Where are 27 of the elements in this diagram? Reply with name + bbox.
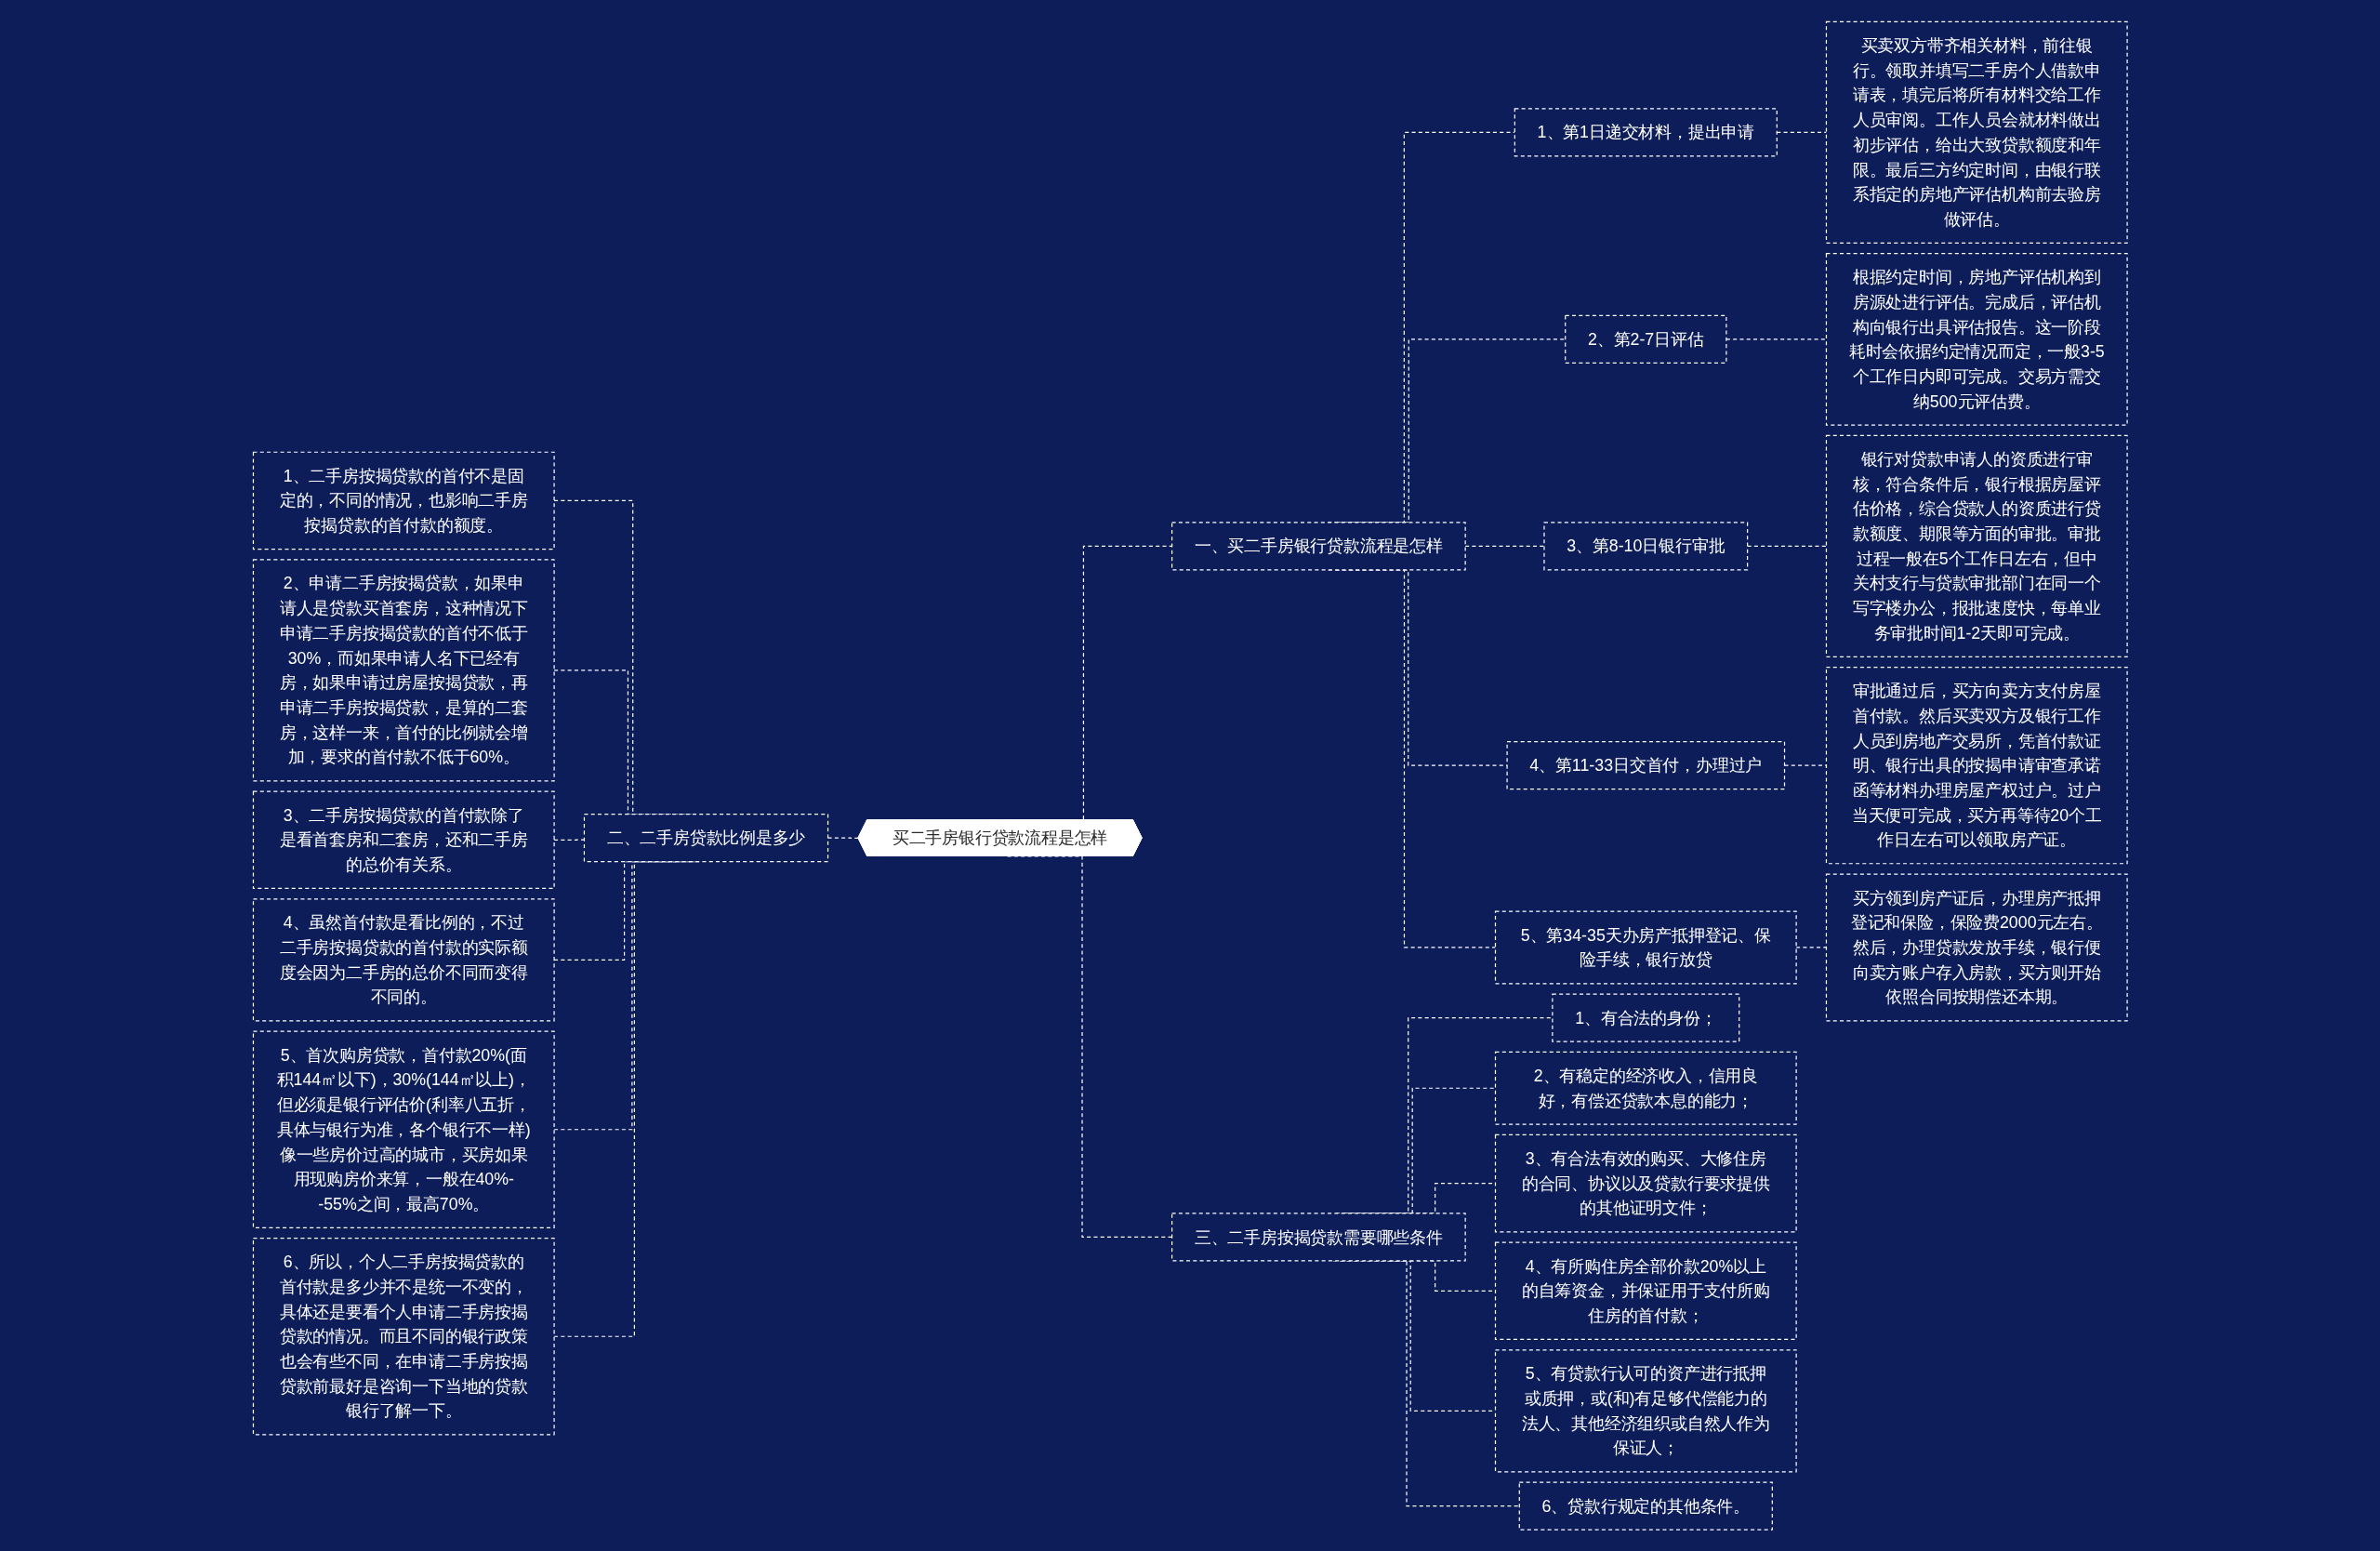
node-box: 5、第34-35天办房产抵押登记、保险手续，银行放贷 [1494, 910, 1797, 985]
connector [1795, 947, 1827, 948]
node-box: 1、二手房按揭贷款的首付不是固定的，不同的情况，也影响二手房按揭贷款的首付款的额度。 [252, 451, 555, 550]
node-box: 2、有稳定的经济收入，信用良好，有偿还贷款本息的能力； [1494, 1051, 1797, 1125]
node-box: 1、有合法的身份； [1552, 993, 1740, 1042]
node-box: 审批通过后，买方向卖方支付房屋首付款。然后买卖双方及银行工作人员到房地产交易所，凭首付款证明、银行出具的按揭申请审查承诺函等材料办理房屋产权过户。过户当天便可完成，买方再等待20个工作日左右可以领取房产证。 [1825, 666, 2128, 865]
node-box: 买方领到房产证后，办理房产抵押登记和保险，保险费2000元左右。然后，办理贷款发放手续，银行便向卖方账户存入房款，买方则开始依照合同按期偿还本期。 [1825, 873, 2128, 1022]
node-box: 二、二手房贷款比例是多少 [583, 813, 828, 862]
node-box: 买卖双方带齐相关材料，前往银行。领取并填写二手房个人借款申请表，填完后将所有材料交给工作人员审阅。工作人员会就材料做出初步评估，给出大致贷款额度和年限。最后三方约定时间，由银行联系指定的房地产评估机构前去验房做评估。 [1825, 20, 2128, 244]
node-box: 3、第8-10日银行审批 [1543, 521, 1748, 571]
node-box: 2、申请二手房按揭贷款，如果申请人是贷款买首套房，这种情况下申请二手房按揭贷款的首付不低于30%，而如果申请人名下已经有房，如果申请过房屋按揭贷款，再申请二手房按揭贷款，是算的二套房，这样一来，首付的比例就会增加，要求的首付款不低于60%。 [252, 559, 555, 782]
node-box: 1、第1日递交材料，提出申请 [1514, 108, 1778, 157]
node-box: 5、首次购房贷款，首付款20%(面积144㎡以下)，30%(144㎡以上)，但必须是银行评估价(利率八五折，具体与银行为准，各个银行不一样)像一些房价过高的城市，买房如果用现购房价来算，一般在40%--55%之间，最高70%。 [252, 1030, 555, 1228]
node-box: 6、所以，个人二手房按揭贷款的首付款是多少并不是统一不变的，具体还是要看个人申请二手房按揭贷款的情况。而且不同的银行政策也会有些不同，在申请二手房按揭贷款前最好是咨询一下当地的贷款银行了解一下。 [252, 1237, 555, 1436]
node-box: 4、有所购住房全部价款20%以上的自筹资金，并保证用于支付所购住房的首付款； [1494, 1241, 1797, 1340]
node-box: 5、有贷款行认可的资产进行抵押或质押，或(和)有足够代偿能力的法人、其他经济组织或自然人作为保证人； [1494, 1348, 1797, 1473]
node-box: 3、有合法有效的购买、大修住房的合同、协议以及贷款行要求提供的其他证明文件； [1494, 1133, 1797, 1233]
node-box: 6、贷款行规定的其他条件。 [1518, 1481, 1773, 1531]
node-box: 根据约定时间，房地产评估机构到房源处进行评估。完成后，评估机构向银行出具评估报告。这一阶段耗时会依据约定情况而定，一般3-5个工作日内即可完成。交易方需交纳500元评估费。 [1825, 252, 2128, 426]
node-box: 2、第2-7日评估 [1564, 314, 1727, 364]
node-box: 3、二手房按揭贷款的首付款除了是看首套房和二套房，还和二手房的总价有关系。 [252, 790, 555, 889]
node-box: 4、虽然首付款是看比例的，不过二手房按揭贷款的首付款的实际额度会因为二手房的总价不同而变得不同的。 [252, 897, 555, 1022]
connector [553, 839, 585, 841]
node-box: 4、第11-33日交首付，办理过户 [1506, 740, 1785, 789]
node-box: 银行对贷款申请人的资质进行审核，符合条件后，银行根据房屋评估价格，综合贷款人的资质进行贷款额度、期限等方面的审批。审批过程一般在5个工作日左右，但中关村支行与贷款审批部门在同一个写字楼办公，报批速度快，每单业务审批时间1-2天即可完成。 [1825, 434, 2128, 657]
node-box: 三、二手房按揭贷款需要哪些条件 [1170, 1213, 1466, 1262]
node-box: 一、买二手房银行贷款流程是怎样 [1170, 521, 1466, 571]
